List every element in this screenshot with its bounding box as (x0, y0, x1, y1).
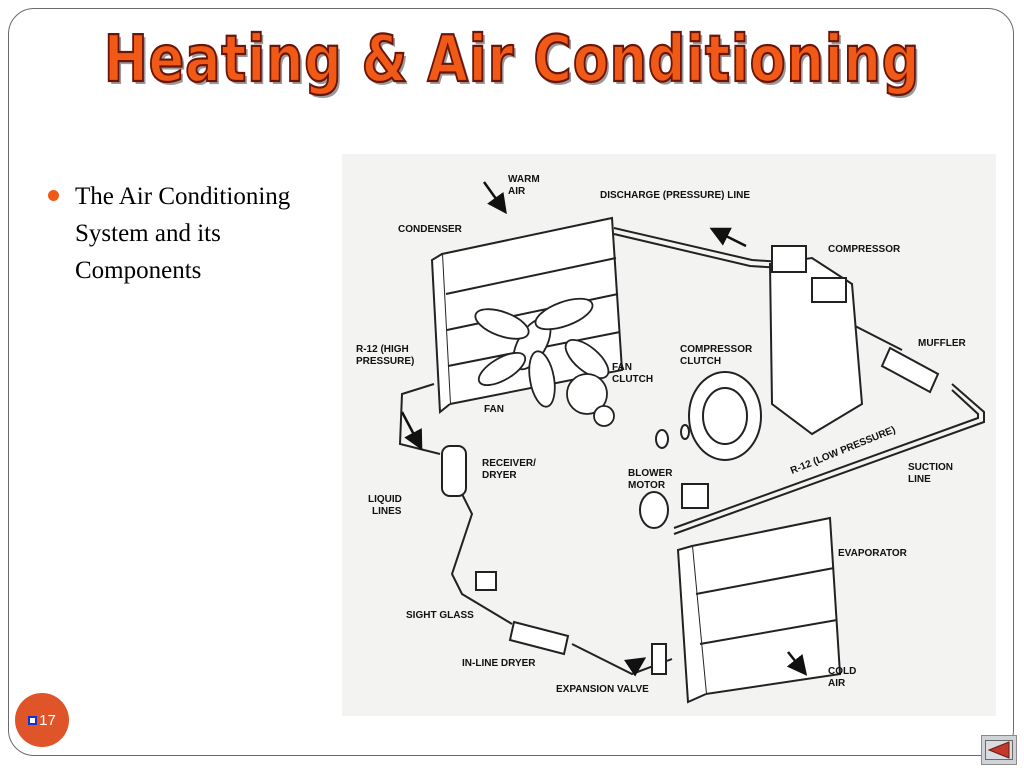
page-number-badge: 17 (15, 693, 69, 747)
bullet-item: The Air Conditioning System and its Comp… (48, 178, 348, 289)
page-number: 17 (39, 711, 56, 729)
evaporator (676, 516, 842, 704)
bullet-list: The Air Conditioning System and its Comp… (48, 178, 348, 289)
label-r12-low: R-12 (LOW PRESSURE) (789, 425, 897, 477)
compressor-clutch (655, 371, 762, 461)
previous-arrow-icon (985, 740, 1013, 760)
label-inline-dryer: IN-LINE DRYER (462, 658, 536, 669)
previous-slide-button[interactable] (981, 735, 1017, 765)
label-compressor: COMPRESSOR (828, 244, 901, 255)
blower-motor (639, 483, 709, 529)
inline-dryer (508, 620, 570, 656)
fan (474, 297, 615, 427)
label-receiver-dryer: RECEIVER/DRYER (482, 458, 536, 481)
receiver-dryer (441, 445, 467, 497)
label-muffler: MUFFLER (918, 338, 967, 349)
label-evaporator: EVAPORATOR (838, 548, 908, 559)
label-discharge-line: DISCHARGE (PRESSURE) LINE (600, 190, 750, 201)
bullet-icon (48, 190, 59, 201)
compressor (768, 245, 864, 436)
slide-title: Heating & Air Conditioning (103, 23, 921, 97)
label-sight-glass: SIGHT GLASS (406, 610, 474, 621)
label-condenser: CONDENSER (398, 224, 463, 235)
muffler (880, 346, 940, 394)
checkbox-icon (28, 715, 38, 725)
sight-glass (475, 571, 497, 591)
label-fan: FAN (484, 404, 504, 415)
expansion-valve (651, 643, 667, 675)
label-expansion-valve: EXPANSION VALVE (556, 684, 649, 695)
bullet-text: The Air Conditioning System and its Comp… (75, 183, 291, 284)
